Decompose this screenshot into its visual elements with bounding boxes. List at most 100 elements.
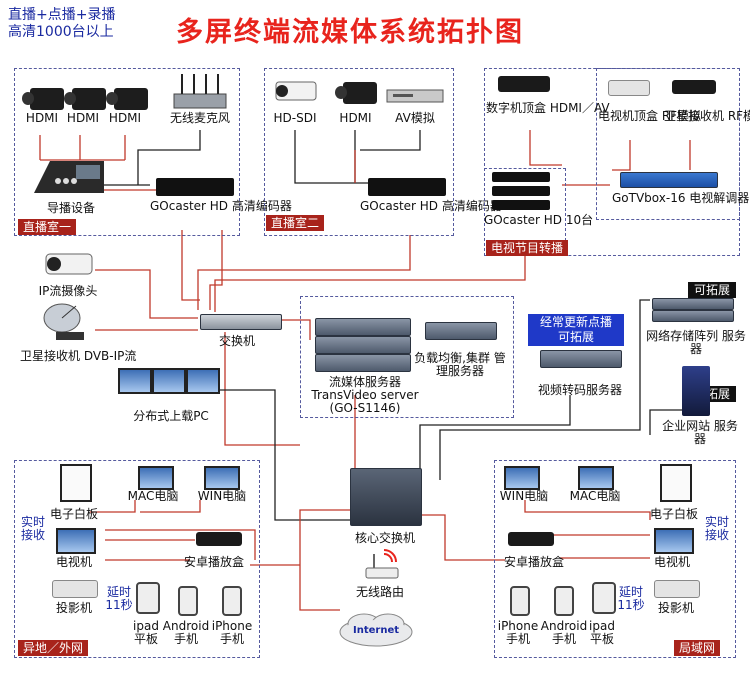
internet-cloud-icon	[339, 613, 413, 647]
remote-android-label: Android 手机	[162, 619, 210, 646]
internet-label: Internet	[352, 625, 399, 636]
studio1-box	[14, 68, 240, 236]
android-box-icon	[508, 532, 554, 546]
tv-icon	[654, 528, 694, 554]
network-switch-icon	[200, 314, 282, 330]
laptop-icon	[204, 466, 240, 490]
web-label: 企业网站 服务器	[662, 419, 738, 446]
lan-realtime-label: 实时 接收	[704, 515, 729, 542]
satellite-label: 卫星接收机 DVB-IP流	[20, 349, 137, 363]
tv-stb-label: 电视机顶盒 RF模拟	[598, 109, 702, 123]
lan-androidbox-label: 安卓播放盒	[503, 555, 564, 569]
pc-icon	[118, 368, 152, 394]
set-top-box-icon	[608, 80, 650, 96]
remote-ipad-label: ipad 平板	[133, 619, 159, 646]
studio2-hdmi-label: HDMI	[339, 111, 372, 125]
tv-encoder-label: GOcaster HD 10台	[484, 213, 594, 227]
phone-icon	[178, 586, 198, 616]
vod-tag: 经常更新点播 可拓展	[528, 314, 624, 346]
storage-icon	[652, 310, 734, 322]
android-box-icon	[196, 532, 242, 546]
encoder-icon	[492, 200, 550, 210]
top-left-line2: 高清1000台以上	[8, 24, 114, 40]
lan-win-label: WIN电脑	[499, 489, 549, 503]
studio1-cam1-label: HDMI	[25, 111, 59, 125]
camera-icon	[106, 88, 148, 110]
server-icon	[315, 354, 411, 372]
ip-camera-label: IP流摄像头	[38, 284, 98, 298]
lan-mac-label: MAC电脑	[569, 489, 621, 503]
switch-label: 交换机	[218, 334, 255, 348]
top-left-note: 直播+点播+录播 高清1000台以上	[8, 7, 115, 41]
remote-whiteboard-label: 电子白板	[49, 507, 98, 521]
satellite-dish-icon	[43, 303, 84, 340]
studio1-cam3-label: HDMI	[108, 111, 142, 125]
projector-icon	[52, 580, 98, 598]
storage-tag: 可拓展	[688, 282, 737, 298]
tv-tag: 电视节目转播	[486, 240, 569, 256]
satellite-receiver-icon	[672, 80, 716, 94]
wifi-router-icon	[365, 549, 399, 579]
tv-inner-box	[596, 68, 740, 220]
core-switch-icon	[350, 468, 422, 526]
pc-icon	[152, 368, 186, 394]
phone-icon	[554, 586, 574, 616]
tv-gotvbox-label: GoTVbox-16 电视解调器	[612, 191, 750, 205]
diagram-title: 多屏终端流媒体系统拓扑图	[176, 17, 524, 48]
encoder-icon	[156, 178, 234, 196]
demodulator-icon	[620, 172, 718, 188]
lan-ipad-label: ipad 平板	[589, 619, 615, 646]
storage-label: 网络存储阵列 服务器	[646, 329, 746, 356]
whiteboard-icon	[660, 464, 692, 502]
studio2-av-label: AV模拟	[395, 111, 435, 125]
upload-pc-label: 分布式上载PC	[133, 409, 209, 423]
lb-server-label: 负载均衡,集群 管理服务器	[414, 351, 506, 378]
studio1-cam2-label: HDMI	[66, 111, 100, 125]
lan-whiteboard-label: 电子白板	[649, 507, 698, 521]
projector-icon	[654, 580, 700, 598]
ip-camera-icon	[45, 253, 93, 275]
laptop-icon	[138, 466, 174, 490]
laptop-icon	[578, 466, 614, 490]
lan-tv-label: 电视机	[653, 555, 690, 569]
tablet-icon	[136, 582, 160, 614]
tablet-icon	[592, 582, 616, 614]
studio2-encoder-label: GOcaster HD 高清编码器	[360, 199, 502, 213]
storage-icon	[652, 298, 734, 310]
web-server-icon	[682, 366, 710, 416]
lan-android-label: Android 手机	[540, 619, 588, 646]
media-server-label: 流媒体服务器 TransVideo server (GO-S1146)	[311, 375, 419, 415]
studio1-tag: 直播室一	[18, 219, 77, 235]
wifi-label: 无线路由	[355, 585, 404, 599]
encoder-icon	[492, 186, 550, 196]
remote-realtime-label: 实时 接收	[20, 515, 45, 542]
server-icon	[540, 350, 622, 368]
lan-projector-label: 投影机	[657, 601, 694, 615]
studio2-hdsdi-label: HD-SDI	[273, 111, 317, 125]
studio2-tag: 直播室二	[266, 215, 325, 231]
laptop-icon	[504, 466, 540, 490]
remote-win-label: WIN电脑	[197, 489, 247, 503]
tv-icon	[56, 528, 96, 554]
encoder-icon	[368, 178, 446, 196]
remote-box	[14, 460, 260, 658]
phone-icon	[222, 586, 242, 616]
server-icon	[315, 318, 411, 336]
studio1-encoder-label: GOcaster HD 高清编码器	[150, 199, 292, 213]
switcher-console-icon	[34, 161, 104, 193]
tv-sat-label: 卫星接收机 RF模拟	[664, 109, 750, 123]
set-top-box-icon	[498, 76, 550, 92]
remote-tag: 异地／外网	[18, 640, 89, 656]
ip-camera-icon	[275, 81, 317, 101]
lan-delay-label: 延时 11秒	[617, 585, 645, 612]
remote-mac-label: MAC电脑	[127, 489, 179, 503]
remote-projector-label: 投影机	[55, 601, 92, 615]
whiteboard-icon	[60, 464, 92, 502]
server-box	[300, 296, 514, 418]
top-left-line1: 直播+点播+录播	[8, 7, 116, 23]
core-switch-label: 核心交换机	[354, 531, 415, 545]
dvd-player-icon	[386, 89, 444, 103]
camera-icon	[22, 88, 64, 110]
pc-icon	[186, 368, 220, 394]
studio2-box	[264, 68, 454, 236]
